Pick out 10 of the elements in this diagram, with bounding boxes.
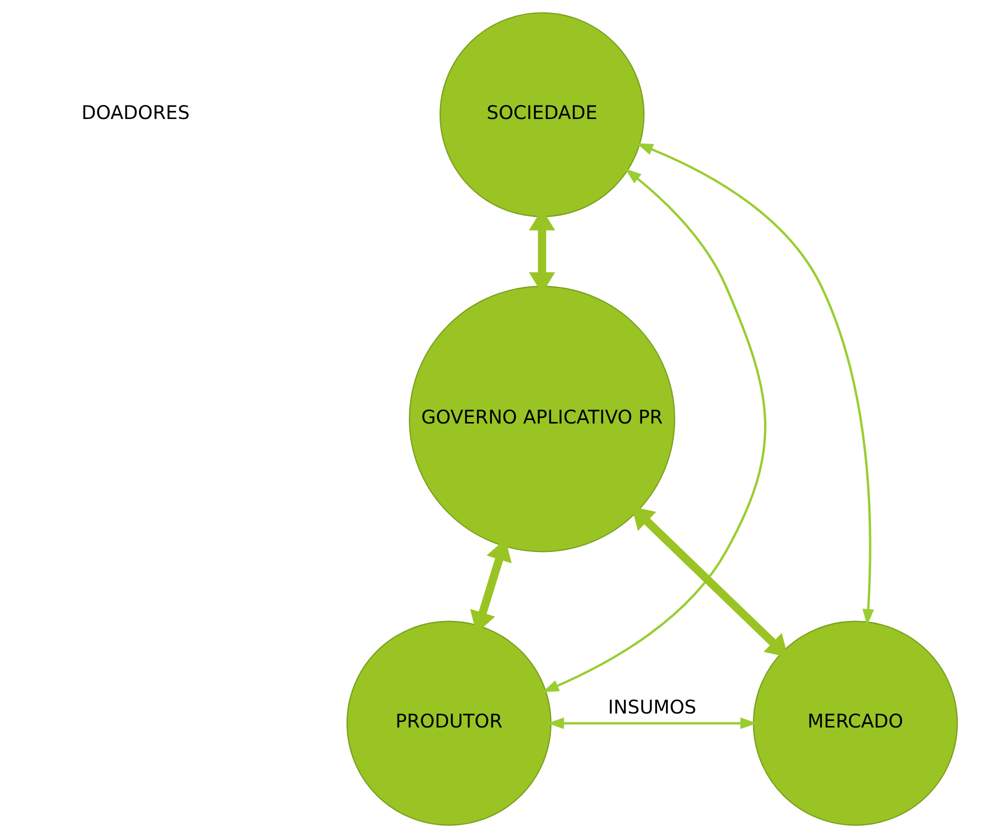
edge-label: INSUMOS (608, 698, 696, 719)
arrow (547, 717, 757, 730)
arrow (636, 143, 874, 626)
label: DOADORES (82, 103, 190, 124)
node-circle: GOVERNO APLICATIVO PR (408, 286, 676, 552)
node-circle: PRODUTOR (346, 620, 552, 826)
arrow (542, 168, 766, 692)
arrow (632, 506, 788, 658)
node-circle: MERCADO (752, 620, 958, 826)
node-circle: SOCIEDADE (440, 12, 645, 218)
